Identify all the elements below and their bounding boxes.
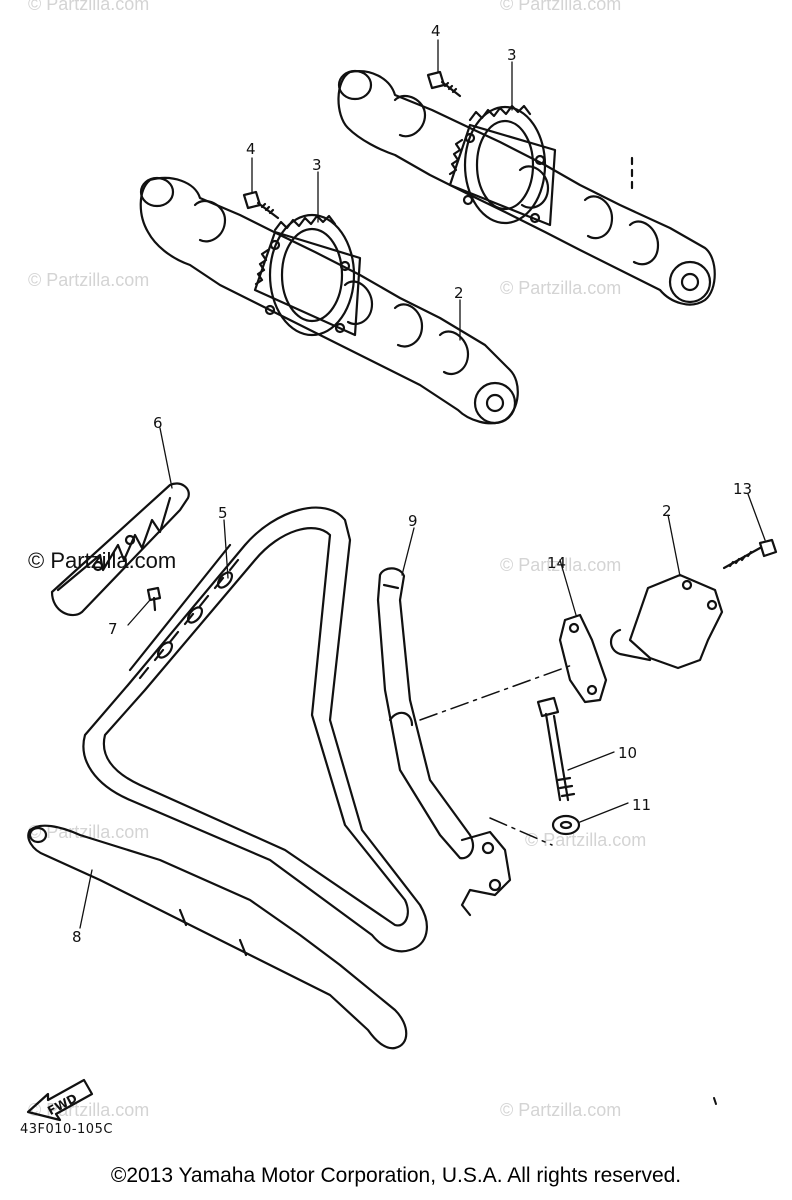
watermark: © Partzilla.com (525, 830, 647, 850)
callout-2-tensioner: 2 (662, 502, 672, 520)
copyright-notice: ©2013 Yamaha Motor Corporation, U.S.A. A… (110, 1164, 682, 1187)
diagram-code: 43F010-105C (20, 1122, 113, 1137)
callout-6: 6 (153, 414, 163, 432)
chain-guide-part-8[interactable] (27, 824, 408, 1050)
callout-5: 5 (218, 504, 228, 522)
forward-arrow-icon (26, 1078, 94, 1122)
watermark: © Partzilla.com (500, 0, 622, 14)
chain-guide-part-6[interactable] (50, 482, 190, 617)
callout-13: 13 (733, 480, 752, 498)
washer-part-11[interactable] (551, 814, 581, 836)
fwd-label: FWD (45, 1091, 79, 1118)
gasket-part-14[interactable] (558, 613, 608, 704)
callout-9: 9 (408, 512, 418, 530)
bolt-part-13[interactable] (722, 538, 778, 570)
callout-7: 7 (108, 620, 118, 638)
callout-3-lower: 3 (312, 156, 322, 174)
tensioner-guide-part-9[interactable] (376, 567, 512, 917)
bolt-part-4-upper[interactable] (426, 70, 462, 98)
watermark: © Partzilla.com (500, 555, 622, 575)
timing-chain-part-5[interactable] (82, 506, 428, 953)
callout-14: 14 (547, 554, 566, 572)
tensioner-part-2[interactable] (609, 573, 724, 670)
callout-4-lower: 4 (246, 140, 256, 158)
watermark: © Partzilla.com (28, 0, 150, 14)
callout-8: 8 (72, 928, 82, 946)
callout-3-upper: 3 (507, 46, 517, 64)
bolt-part-10[interactable] (536, 696, 576, 802)
bolt-part-4-lower[interactable] (242, 190, 280, 220)
watermark: © Partzilla.com (28, 1100, 150, 1120)
camshaft-upper[interactable] (337, 69, 716, 306)
watermark: © Partzilla.com (500, 1100, 622, 1120)
callout-4-upper: 4 (431, 22, 441, 40)
screw-part-7[interactable] (146, 586, 162, 612)
callout-2-camshaft: 2 (454, 284, 464, 302)
camshaft-lower[interactable] (139, 176, 519, 425)
callout-10: 10 (618, 744, 637, 762)
watermark: © Partzilla.com (28, 270, 150, 290)
watermark: © Partzilla.com (500, 278, 622, 298)
callout-11: 11 (632, 796, 651, 814)
